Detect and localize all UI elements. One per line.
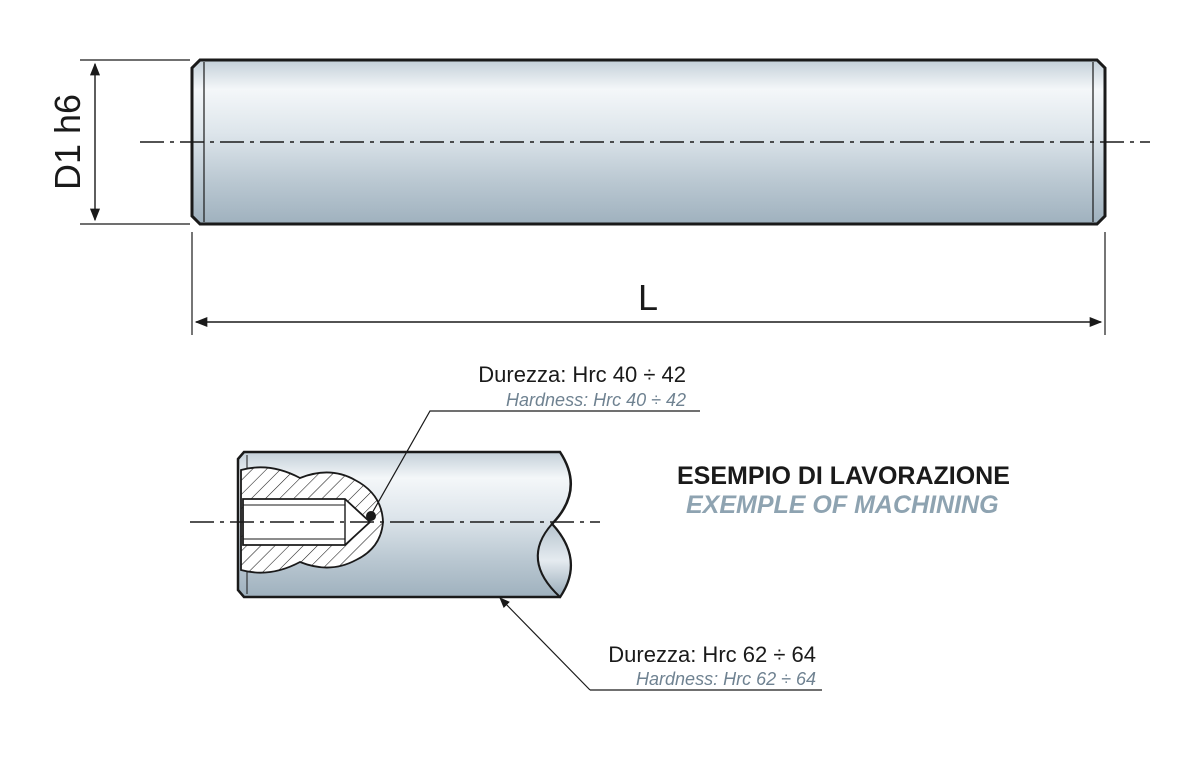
machining-example [190,450,600,599]
surface-hardness-en: Hardness: Hrc 62 ÷ 64 [636,669,816,689]
example-broken-end [536,522,572,599]
core-hardness-callout: Durezza: Hrc 40 ÷ 42 Hardness: Hrc 40 ÷ … [366,362,700,521]
example-title-en: EXEMPLE OF MACHINING [686,491,999,519]
example-title-it: ESEMPIO DI LAVORAZIONE [677,462,1010,490]
surface-hardness-it: Durezza: Hrc 62 ÷ 64 [608,642,816,667]
length-label: L [638,277,658,318]
diameter-dimension: D1 h6 [47,59,190,225]
diameter-label: D1 h6 [47,94,88,190]
example-title: ESEMPIO DI LAVORAZIONE EXEMPLE OF MACHIN… [677,462,1010,519]
threaded-bore [242,498,372,546]
surface-hardness-callout: Durezza: Hrc 62 ÷ 64 Hardness: Hrc 62 ÷ … [499,597,822,691]
length-dimension: L [191,232,1106,335]
rod-body [190,58,1107,226]
main-rod [140,58,1150,226]
core-hardness-it: Durezza: Hrc 40 ÷ 42 [478,362,686,387]
core-hardness-en: Hardness: Hrc 40 ÷ 42 [506,390,686,410]
core-leader-dot [366,511,376,521]
